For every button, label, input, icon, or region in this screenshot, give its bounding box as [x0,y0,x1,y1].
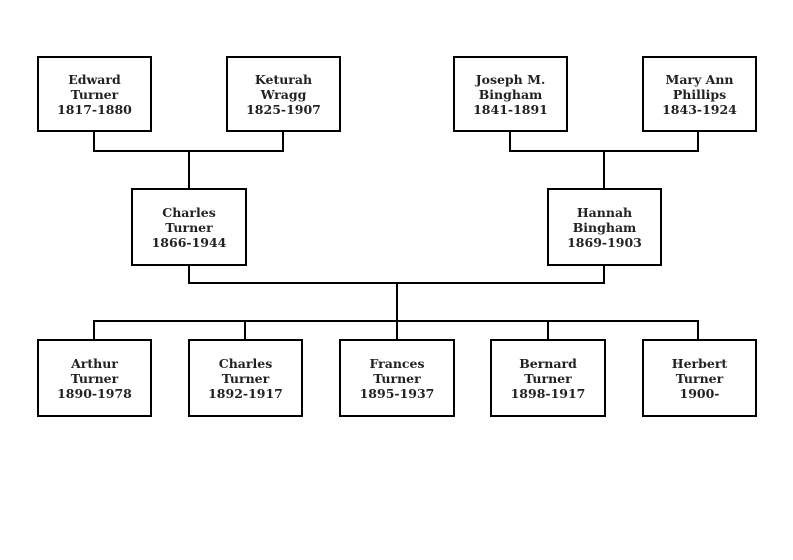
last-name: Bingham [478,86,543,102]
person-mary-ann-phillips: Mary Ann Phillips 1843-1924 [642,56,757,132]
first-name: Frances [369,355,425,371]
person-bernard-turner: Bernard Turner 1898-1917 [490,339,606,417]
person-hannah-bingham: Hannah Bingham 1869-1903 [547,188,662,266]
last-name: Turner [524,370,572,386]
life-years: 1866-1944 [151,234,227,250]
last-name: Turner [221,370,270,386]
person-charles-turner-son: Charles Turner 1892-1917 [188,339,303,417]
last-name: Turner [675,370,724,386]
first-name: Arthur [71,355,118,371]
person-arthur-turner: Arthur Turner 1890-1978 [37,339,152,417]
first-name: Charles [162,204,216,220]
connector-line [603,150,605,189]
connector-line [93,320,95,340]
last-name: Phillips [672,86,727,102]
first-name: Herbert [671,355,728,371]
connector-line [93,131,95,152]
first-name: Charles [218,355,273,371]
connector-line [188,264,190,284]
first-name: Edward [68,71,121,87]
first-name: Mary Ann [665,71,734,87]
connector-line [697,131,699,152]
person-charles-turner-father: Charles Turner 1866-1944 [131,188,247,266]
connector-line [697,320,699,340]
life-years: 1869-1903 [567,234,642,250]
person-herbert-turner: Herbert Turner 1900- [642,339,757,417]
life-years: 1892-1917 [208,385,283,401]
connector-line [93,320,699,322]
person-frances-turner: Frances Turner 1895-1937 [339,339,455,417]
person-joseph-bingham: Joseph M. Bingham 1841-1891 [453,56,568,132]
life-years: 1817-1880 [57,101,132,117]
connector-line [603,264,605,284]
connector-line [547,320,549,340]
life-years: 1841-1891 [473,101,548,117]
life-years: 1843-1924 [662,101,737,117]
last-name: Turner [70,370,119,386]
life-years: 1825-1907 [246,101,321,117]
life-years: 1898-1917 [510,385,586,401]
last-name: Bingham [572,219,637,235]
last-name: Turner [70,86,119,102]
first-name: Bernard [519,355,577,371]
person-keturah-wragg: Keturah Wragg 1825-1907 [226,56,341,132]
life-years: 1890-1978 [57,385,132,401]
connector-line [244,320,246,340]
last-name: Wragg [260,86,307,102]
life-years: 1895-1937 [359,385,435,401]
last-name: Turner [165,219,213,235]
first-name: Hannah [576,204,633,220]
person-edward-turner: Edward Turner 1817-1880 [37,56,152,132]
first-name: Joseph M. [475,71,546,87]
connector-line [509,131,511,152]
last-name: Turner [373,370,421,386]
connector-line [282,131,284,152]
life-years: 1900- [679,385,720,401]
first-name: Keturah [254,71,313,87]
connector-line [188,150,190,189]
connector-line [396,282,398,340]
